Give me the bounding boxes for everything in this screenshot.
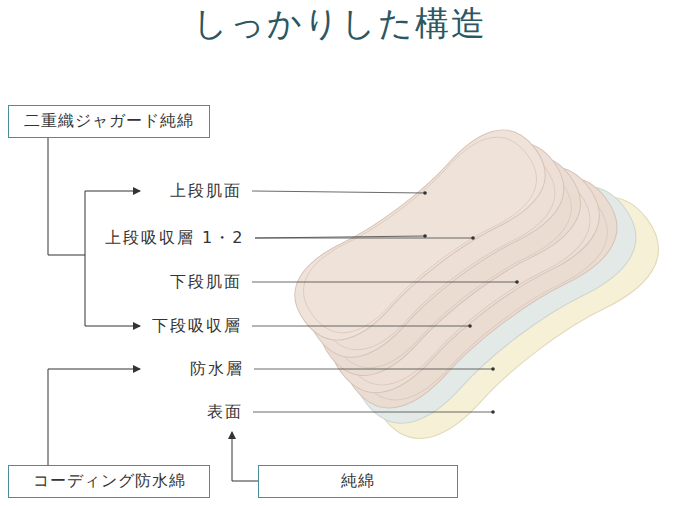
leader-dot: [471, 236, 475, 240]
text-box: 二重織ジャガード純綿: [8, 105, 210, 138]
leader-dot: [468, 324, 472, 328]
leader-dot: [423, 234, 427, 238]
bracket: [85, 191, 86, 326]
title: しっかりした構造: [0, 0, 679, 46]
bracket: [48, 137, 85, 255]
leader-line: [252, 326, 470, 327]
leader-line: [253, 412, 493, 413]
leader-dot: [491, 410, 495, 414]
arrow: [85, 191, 140, 192]
box-text: 二重織ジャガード純綿: [24, 111, 194, 132]
leader-line: [255, 238, 473, 239]
box-text: コーディング防水綿: [33, 471, 186, 492]
arrow: [232, 432, 258, 481]
leader-dot: [515, 280, 519, 284]
leader-dot: [491, 367, 495, 371]
part-label: 防水層: [190, 359, 244, 379]
box-text: 純綿: [341, 471, 375, 492]
part-label: 表面: [207, 402, 243, 422]
arrow: [85, 326, 140, 327]
leader-line: [252, 282, 517, 283]
text-box: 純綿: [258, 465, 458, 498]
arrow: [48, 369, 140, 465]
part-label: 下段吸収層: [152, 316, 242, 336]
part-label: 上段吸収層 1・2: [105, 228, 244, 248]
leader-dot: [423, 191, 427, 195]
part-label: 上段肌面: [170, 181, 242, 201]
leader-line: [254, 369, 493, 370]
text-box: コーディング防水綿: [8, 465, 210, 498]
part-label: 下段肌面: [170, 272, 242, 292]
leader-line: [252, 191, 425, 193]
